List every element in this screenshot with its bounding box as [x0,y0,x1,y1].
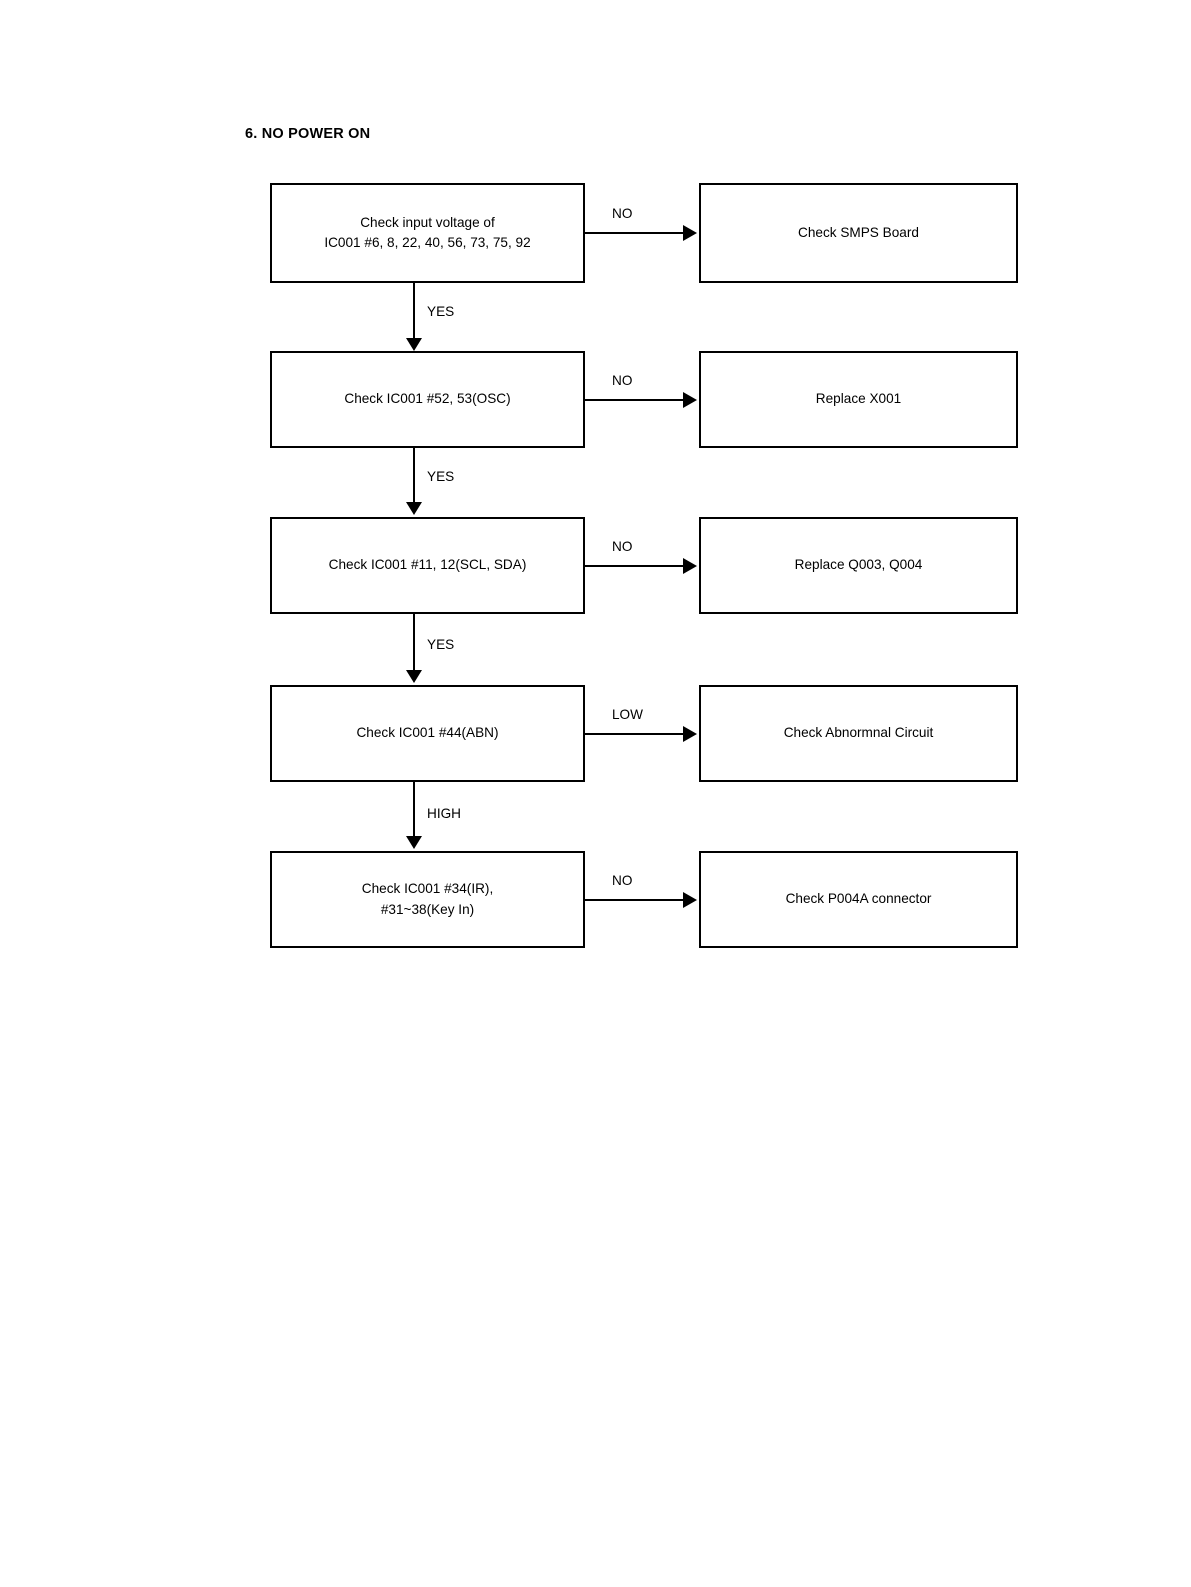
flow-arrowhead-step-3-to-4 [406,670,422,683]
branch-line-step-4 [585,733,685,735]
decision-box-step-1-label: Check input voltage of IC001 #6, 8, 22, … [324,214,531,250]
action-box-step-3-label: Replace Q003, Q004 [794,557,923,573]
action-box-step-4: Check Abnormnal Circuit [699,685,1018,782]
decision-box-step-4: Check IC001 #44(ABN) [270,685,585,782]
branch-label-step-5: NO [612,873,633,888]
branch-label-step-3: NO [612,539,633,554]
flow-label-step-3-to-4: YES [427,637,455,652]
action-box-step-5-label: Check P004A connector [785,891,932,907]
branch-arrowhead-step-4 [683,726,697,742]
flow-label-step-2-to-3: YES [427,469,455,484]
branch-arrowhead-step-5 [683,892,697,908]
flow-line-step-3-to-4 [413,614,415,670]
action-box-step-4-label: Check Abnormnal Circuit [783,725,934,741]
decision-box-step-4-label: Check IC001 #44(ABN) [356,725,499,741]
branch-line-step-5 [585,899,685,901]
branch-line-step-1 [585,232,685,234]
decision-box-step-3: Check IC001 #11, 12(SCL, SDA) [270,517,585,614]
action-box-step-2-label: Replace X001 [815,391,902,407]
decision-box-step-5-label: Check IC001 #34(IR), #31~38(Key In) [361,881,494,917]
action-box-step-2: Replace X001 [699,351,1018,448]
branch-label-step-4: LOW [612,707,643,722]
decision-box-step-3-label: Check IC001 #11, 12(SCL, SDA) [328,557,527,573]
branch-arrowhead-step-2 [683,392,697,408]
decision-box-step-2-label: Check IC001 #52, 53(OSC) [344,391,511,407]
flow-line-step-1-to-2 [413,283,415,338]
decision-box-step-2: Check IC001 #52, 53(OSC) [270,351,585,448]
branch-line-step-3 [585,565,685,567]
action-box-step-3: Replace Q003, Q004 [699,517,1018,614]
decision-box-step-1: Check input voltage of IC001 #6, 8, 22, … [270,183,585,283]
branch-arrowhead-step-1 [683,225,697,241]
flow-line-step-2-to-3 [413,448,415,502]
page-title: 6. NO POWER ON [245,126,371,142]
flow-arrowhead-step-1-to-2 [406,338,422,351]
flow-line-step-4-to-5 [413,782,415,836]
branch-line-step-2 [585,399,685,401]
branch-arrowhead-step-3 [683,558,697,574]
action-box-step-5: Check P004A connector [699,851,1018,948]
branch-label-step-2: NO [612,373,633,388]
decision-box-step-5: Check IC001 #34(IR), #31~38(Key In) [270,851,585,948]
flow-label-step-4-to-5: HIGH [427,806,461,821]
action-box-step-1-label: Check SMPS Board [798,224,919,240]
flow-label-step-1-to-2: YES [427,304,455,319]
action-box-step-1: Check SMPS Board [699,183,1018,283]
flow-arrowhead-step-4-to-5 [406,836,422,849]
branch-label-step-1: NO [612,206,633,221]
flow-arrowhead-step-2-to-3 [406,502,422,515]
